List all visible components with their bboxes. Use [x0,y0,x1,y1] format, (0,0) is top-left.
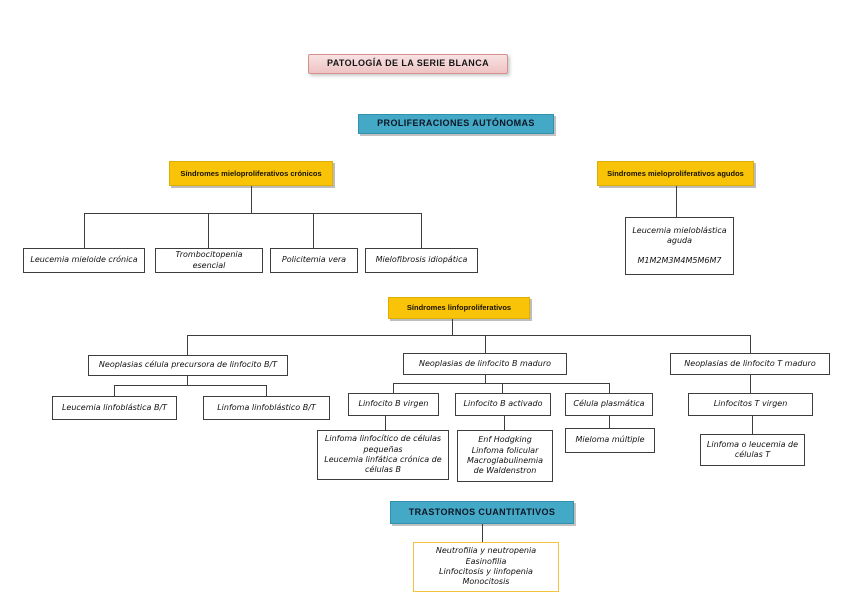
node-label: Síndromes mieloproliferativos crónicos [180,168,322,178]
node-neoplasias-linfocito-t-maduro: Neoplasias de linfocito T maduro [670,353,830,375]
node-sindromes-mieloproliferativos-agudos: Síndromes mieloproliferativos agudos [597,161,754,186]
connector [485,375,486,384]
connector [609,416,610,428]
node-label-line: Enf Hodgking [478,435,532,445]
node-label: Linfoma o leucemia de células T [706,439,799,459]
node-label-line: Linfoma linfocítico de células pequeñas [324,434,442,454]
node-trombocitopenia-esencial: Trombocitopenia esencial [155,248,263,273]
node-label-line: Leucemia linfática crónica de células B [324,455,442,475]
node-mieloma-multiple: Mieloma múltiple [565,428,655,453]
node-enf-hodgking-folicular-waldenstron: Enf Hodgking Linfoma folicular Macroglab… [457,430,553,482]
connector [187,335,751,336]
node-leucemia-mieloide-cronica: Leucemia mieloide crónica [23,248,145,273]
connector [313,213,314,248]
connector [502,383,503,393]
node-label: Leucemia mieloide crónica [30,255,138,265]
connector [251,186,252,213]
node-mielofibrosis-idiopatica: Mielofibrosis idiopática [365,248,478,273]
node-label-line: Neutrofilia y neutropenia [435,546,537,556]
node-label: Mielofibrosis idiopática [375,255,468,265]
node-label: Linfocitos T virgen [713,399,788,409]
node-label: Neoplasias de linfocito T maduro [684,358,816,368]
section-label: TRASTORNOS CUANTITATIVOS [408,506,556,517]
node-label-line: Linfoma folicular [471,445,539,455]
connector [187,376,188,386]
node-celula-plasmatica: Célula plasmática [565,393,653,416]
page-title: PATOLOGÍA DE LA SERIE BLANCA [326,58,490,69]
connector [393,383,394,393]
connector [752,416,753,434]
connector [208,213,209,248]
connector [482,524,483,542]
connector [114,385,267,386]
node-label-line: Easinofilia [465,556,507,566]
node-label: Linfoma linfoblástico B/T [217,402,316,412]
connector [84,213,422,214]
node-neoplasias-linfocito-b-maduro: Neoplasias de linfocito B maduro [403,353,567,375]
node-leucemia-mieloblastica-aguda: Leucemia mieloblástica aguda M1M2M3M4M5M… [625,217,734,275]
connector [84,213,85,248]
section-label: PROLIFERACIONES AUTÓNOMAS [377,118,535,129]
node-leucemia-linfoblastica: Leucemia linfoblástica B/T [52,396,177,420]
node-label: Neoplasias de linfocito B maduro [418,358,552,368]
node-linfocito-b-activado: Linfocito B activado [455,393,551,416]
node-linfoma-linfocitico-celulas-pequenas: Linfoma linfocítico de células pequeñas … [317,430,449,480]
connector [266,385,267,396]
node-neoplasias-celula-precursora: Neoplasias célula precursora de linfocit… [88,355,288,376]
connector [485,335,486,353]
node-label: Linfocito B virgen [358,399,429,409]
connector [750,375,751,393]
section-trastornos-cuantitativos: TRASTORNOS CUANTITATIVOS [390,501,574,524]
node-label: Mieloma múltiple [575,435,645,445]
node-linfoma-linfoblastico: Linfoma linfoblástico B/T [203,396,330,420]
node-label: Síndromes linfoproliferativos [406,303,512,313]
node-linfocito-b-virgen: Linfocito B virgen [348,393,439,416]
node-label: Célula plasmática [573,399,645,409]
connector [452,319,453,336]
connector [114,385,115,396]
node-label: Neoplasias célula precursora de linfocit… [98,360,278,370]
node-label: Linfocito B activado [463,399,543,409]
node-linfocitos-t-virgen: Linfocitos T virgen [688,393,813,416]
connector [504,416,505,430]
node-trastornos-cuantitativos-detalle: Neutrofilia y neutropenia Easinofilia Li… [413,542,559,592]
node-label-line: Leucemia mieloblástica aguda [632,225,727,246]
node-policitemia-vera: Policitemia vera [270,248,358,273]
node-label-line: Linfocitosis y linfopenia [439,567,533,576]
connector [676,186,677,217]
node-label-line: Macroglabulinemia de Waldenstron [466,456,544,476]
node-label: Trombocitopenia esencial [175,250,243,270]
node-label: Policitemia vera [281,255,347,265]
section-proliferaciones-autonomas: PROLIFERACIONES AUTÓNOMAS [358,114,554,134]
connector [385,416,386,430]
node-label-line: M1M2M3M4M5M6M7 [637,255,722,265]
node-linfoma-o-leucemia-celulas-t: Linfoma o leucemia de células T [700,434,805,466]
node-label: Síndromes mieloproliferativos agudos [607,168,744,178]
connector [421,213,422,248]
title-box: PATOLOGÍA DE LA SERIE BLANCA [308,54,508,74]
connector [750,335,751,353]
node-label-line: Monocitosis [462,577,510,587]
node-sindromes-mieloproliferativos-cronicos: Síndromes mieloproliferativos crónicos [169,161,333,186]
node-sindromes-linfoproliferativos: Síndromes linfoproliferativos [388,297,530,319]
connector [187,335,188,355]
connector [393,383,609,384]
connector [609,383,610,393]
node-label: Leucemia linfoblástica B/T [61,402,168,412]
